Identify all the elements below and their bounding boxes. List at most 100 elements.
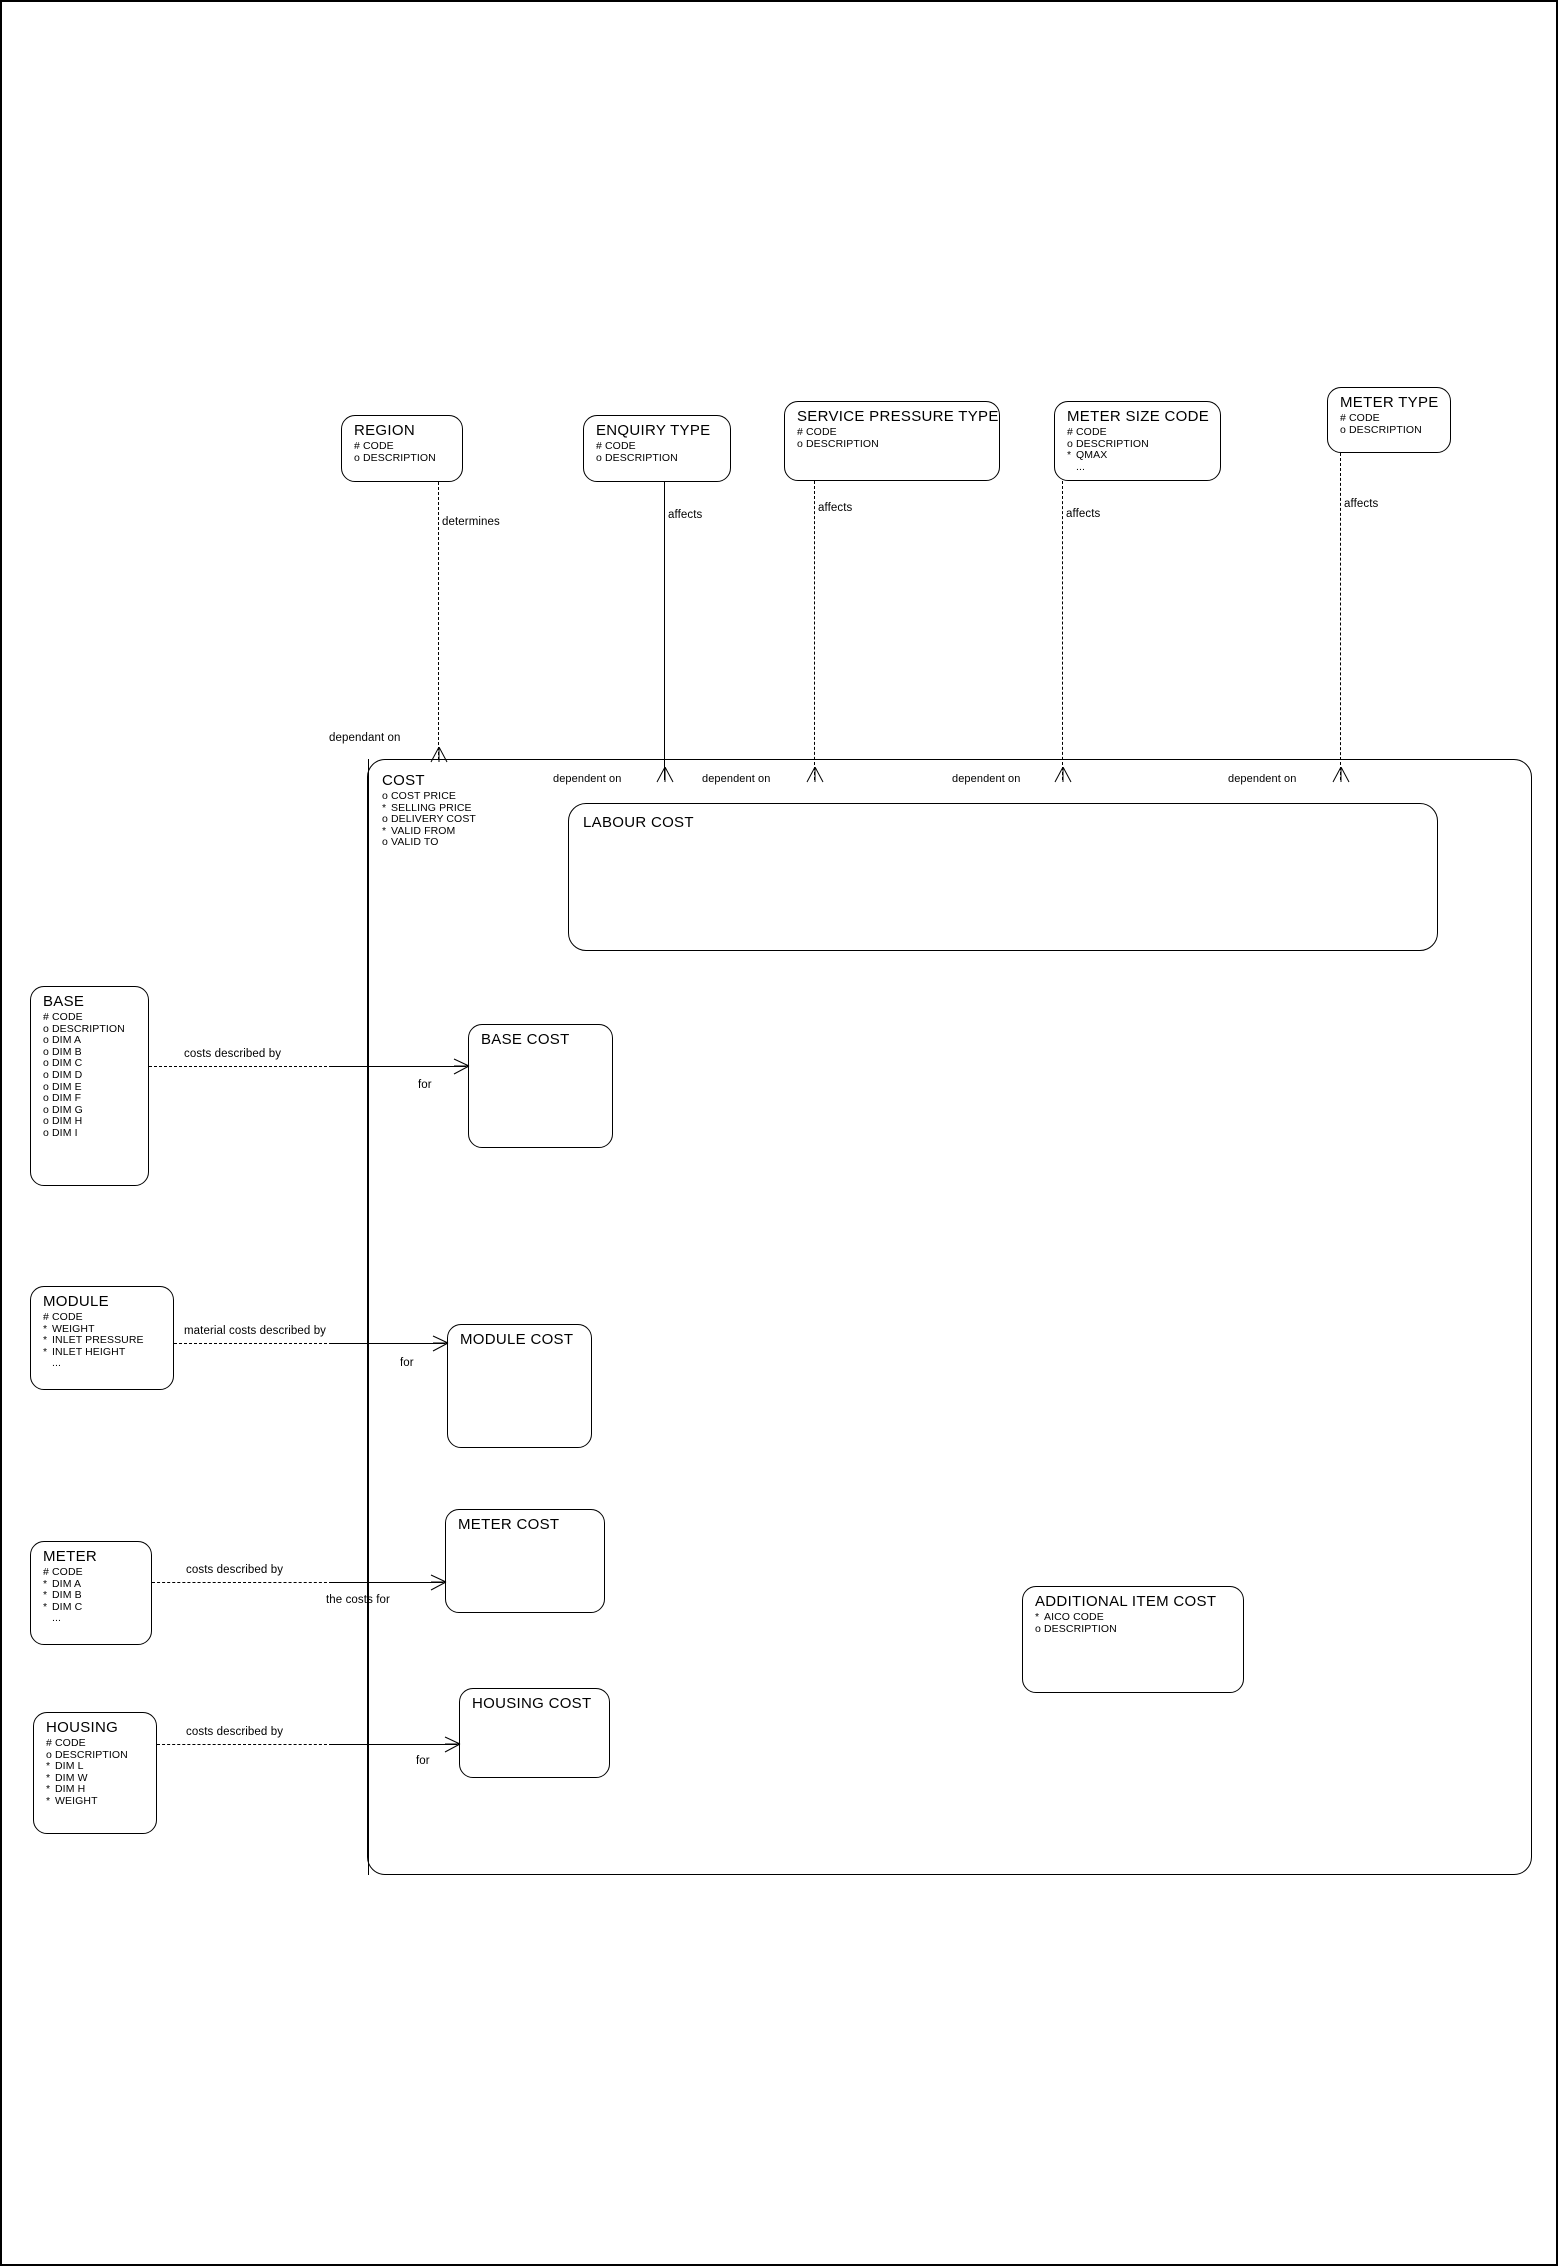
- label-dependent-on-4: dependent on: [1228, 773, 1297, 785]
- entity-name: HOUSING COST: [472, 1695, 592, 1712]
- attribute-label: DIM G: [52, 1103, 83, 1116]
- attribute-marker: o: [43, 1115, 49, 1128]
- attribute-label: DESCRIPTION: [1044, 1622, 1117, 1635]
- attribute-label: DIM I: [52, 1126, 78, 1139]
- attribute-marker: o: [382, 836, 388, 849]
- entity-base-cost[interactable]: BASE COST: [468, 1024, 613, 1148]
- attribute-row: *WEIGHT: [46, 1794, 146, 1808]
- attribute-row: ...: [43, 1613, 141, 1625]
- attribute-marker: *: [46, 1760, 51, 1773]
- crowsfoot-housing-cost: [444, 1736, 461, 1753]
- attribute-marker: o: [43, 1126, 49, 1139]
- entity-module-cost[interactable]: MODULE COST: [447, 1324, 592, 1448]
- entity-name: REGION: [354, 422, 415, 439]
- attribute-marker: o: [43, 1068, 49, 1081]
- attribute-marker: *: [43, 1577, 48, 1590]
- attribute-label: DIM F: [52, 1092, 82, 1105]
- attribute-row: *DIM H: [46, 1784, 146, 1796]
- attribute-row: #CODE: [797, 426, 989, 439]
- attribute-marker: o: [43, 1034, 49, 1047]
- attribute-label: CODE: [1076, 426, 1107, 438]
- attribute-marker: o: [43, 1103, 49, 1116]
- attribute-label: VALID TO: [391, 836, 439, 849]
- attribute-marker: *: [46, 1783, 51, 1796]
- label-affects-service-pressure: affects: [818, 502, 853, 514]
- attribute-marker: o: [797, 437, 803, 450]
- attribute-row: ...: [1067, 460, 1210, 474]
- connector-module-dashed: [174, 1343, 332, 1344]
- attribute-row: #CODE: [1340, 412, 1440, 425]
- attribute-label: CODE: [55, 1737, 86, 1749]
- attribute-marker: #: [43, 1566, 49, 1578]
- entity-meter[interactable]: METER #CODE *DIM A *DIM B *DIM C ...: [30, 1541, 152, 1645]
- entity-labour-cost[interactable]: LABOUR COST: [568, 803, 1438, 951]
- attribute-row: #CODE: [46, 1737, 146, 1750]
- attribute-list: #CODE *WEIGHT *INLET PRESSURE *INLET HEI…: [43, 1311, 163, 1370]
- attribute-marker: #: [46, 1737, 52, 1749]
- connector-base-solid: [332, 1066, 466, 1067]
- attribute-marker: o: [1035, 1622, 1041, 1635]
- entity-meter-cost[interactable]: METER COST: [445, 1509, 605, 1613]
- attribute-label: CODE: [52, 1011, 83, 1023]
- attribute-row: *DIM L: [46, 1760, 146, 1773]
- entity-name: LABOUR COST: [583, 814, 694, 831]
- attribute-marker: #: [43, 1311, 49, 1323]
- attribute-marker: *: [43, 1322, 48, 1335]
- crowsfoot-enquiry-type: [656, 767, 674, 783]
- label-dependent-on-3: dependent on: [952, 773, 1021, 785]
- attribute-marker: o: [382, 790, 388, 802]
- attribute-marker: *: [46, 1794, 51, 1807]
- attribute-label: CODE: [52, 1311, 83, 1323]
- attribute-label: WEIGHT: [52, 1322, 95, 1335]
- connector-housing-solid: [332, 1744, 457, 1745]
- attribute-label: VALID FROM: [391, 824, 456, 837]
- label-module-for: for: [400, 1357, 414, 1369]
- entity-name: ADDITIONAL ITEM COST: [1035, 1593, 1217, 1610]
- entity-module[interactable]: MODULE #CODE *WEIGHT *INLET PRESSURE *IN…: [30, 1286, 174, 1390]
- attribute-row: *SELLING PRICE: [382, 801, 1521, 815]
- attribute-label: SELLING PRICE: [391, 801, 472, 814]
- label-dependent-on-2: dependent on: [702, 773, 771, 785]
- attribute-label: ...: [1076, 460, 1086, 473]
- attribute-label: DESCRIPTION: [363, 451, 436, 464]
- attribute-marker: o: [43, 1092, 49, 1105]
- attribute-list: #CODE *DIM A *DIM B *DIM C ...: [43, 1566, 141, 1625]
- attribute-label: CODE: [806, 426, 837, 438]
- connector-housing-dashed: [157, 1744, 332, 1745]
- entity-name: BASE: [43, 993, 85, 1010]
- attribute-label: DIM C: [52, 1057, 83, 1070]
- attribute-marker: *: [43, 1334, 48, 1347]
- crowsfoot-meter-size-code: [1054, 767, 1072, 783]
- attribute-label: INLET PRESSURE: [52, 1334, 144, 1347]
- entity-housing-cost[interactable]: HOUSING COST: [459, 1688, 610, 1778]
- crowsfoot-meter-type: [1332, 767, 1350, 783]
- attribute-row: *AICO CODE: [1035, 1611, 1233, 1624]
- connector-base-dashed: [149, 1066, 332, 1067]
- attribute-label: CODE: [363, 440, 394, 452]
- entity-name: BASE COST: [481, 1031, 570, 1048]
